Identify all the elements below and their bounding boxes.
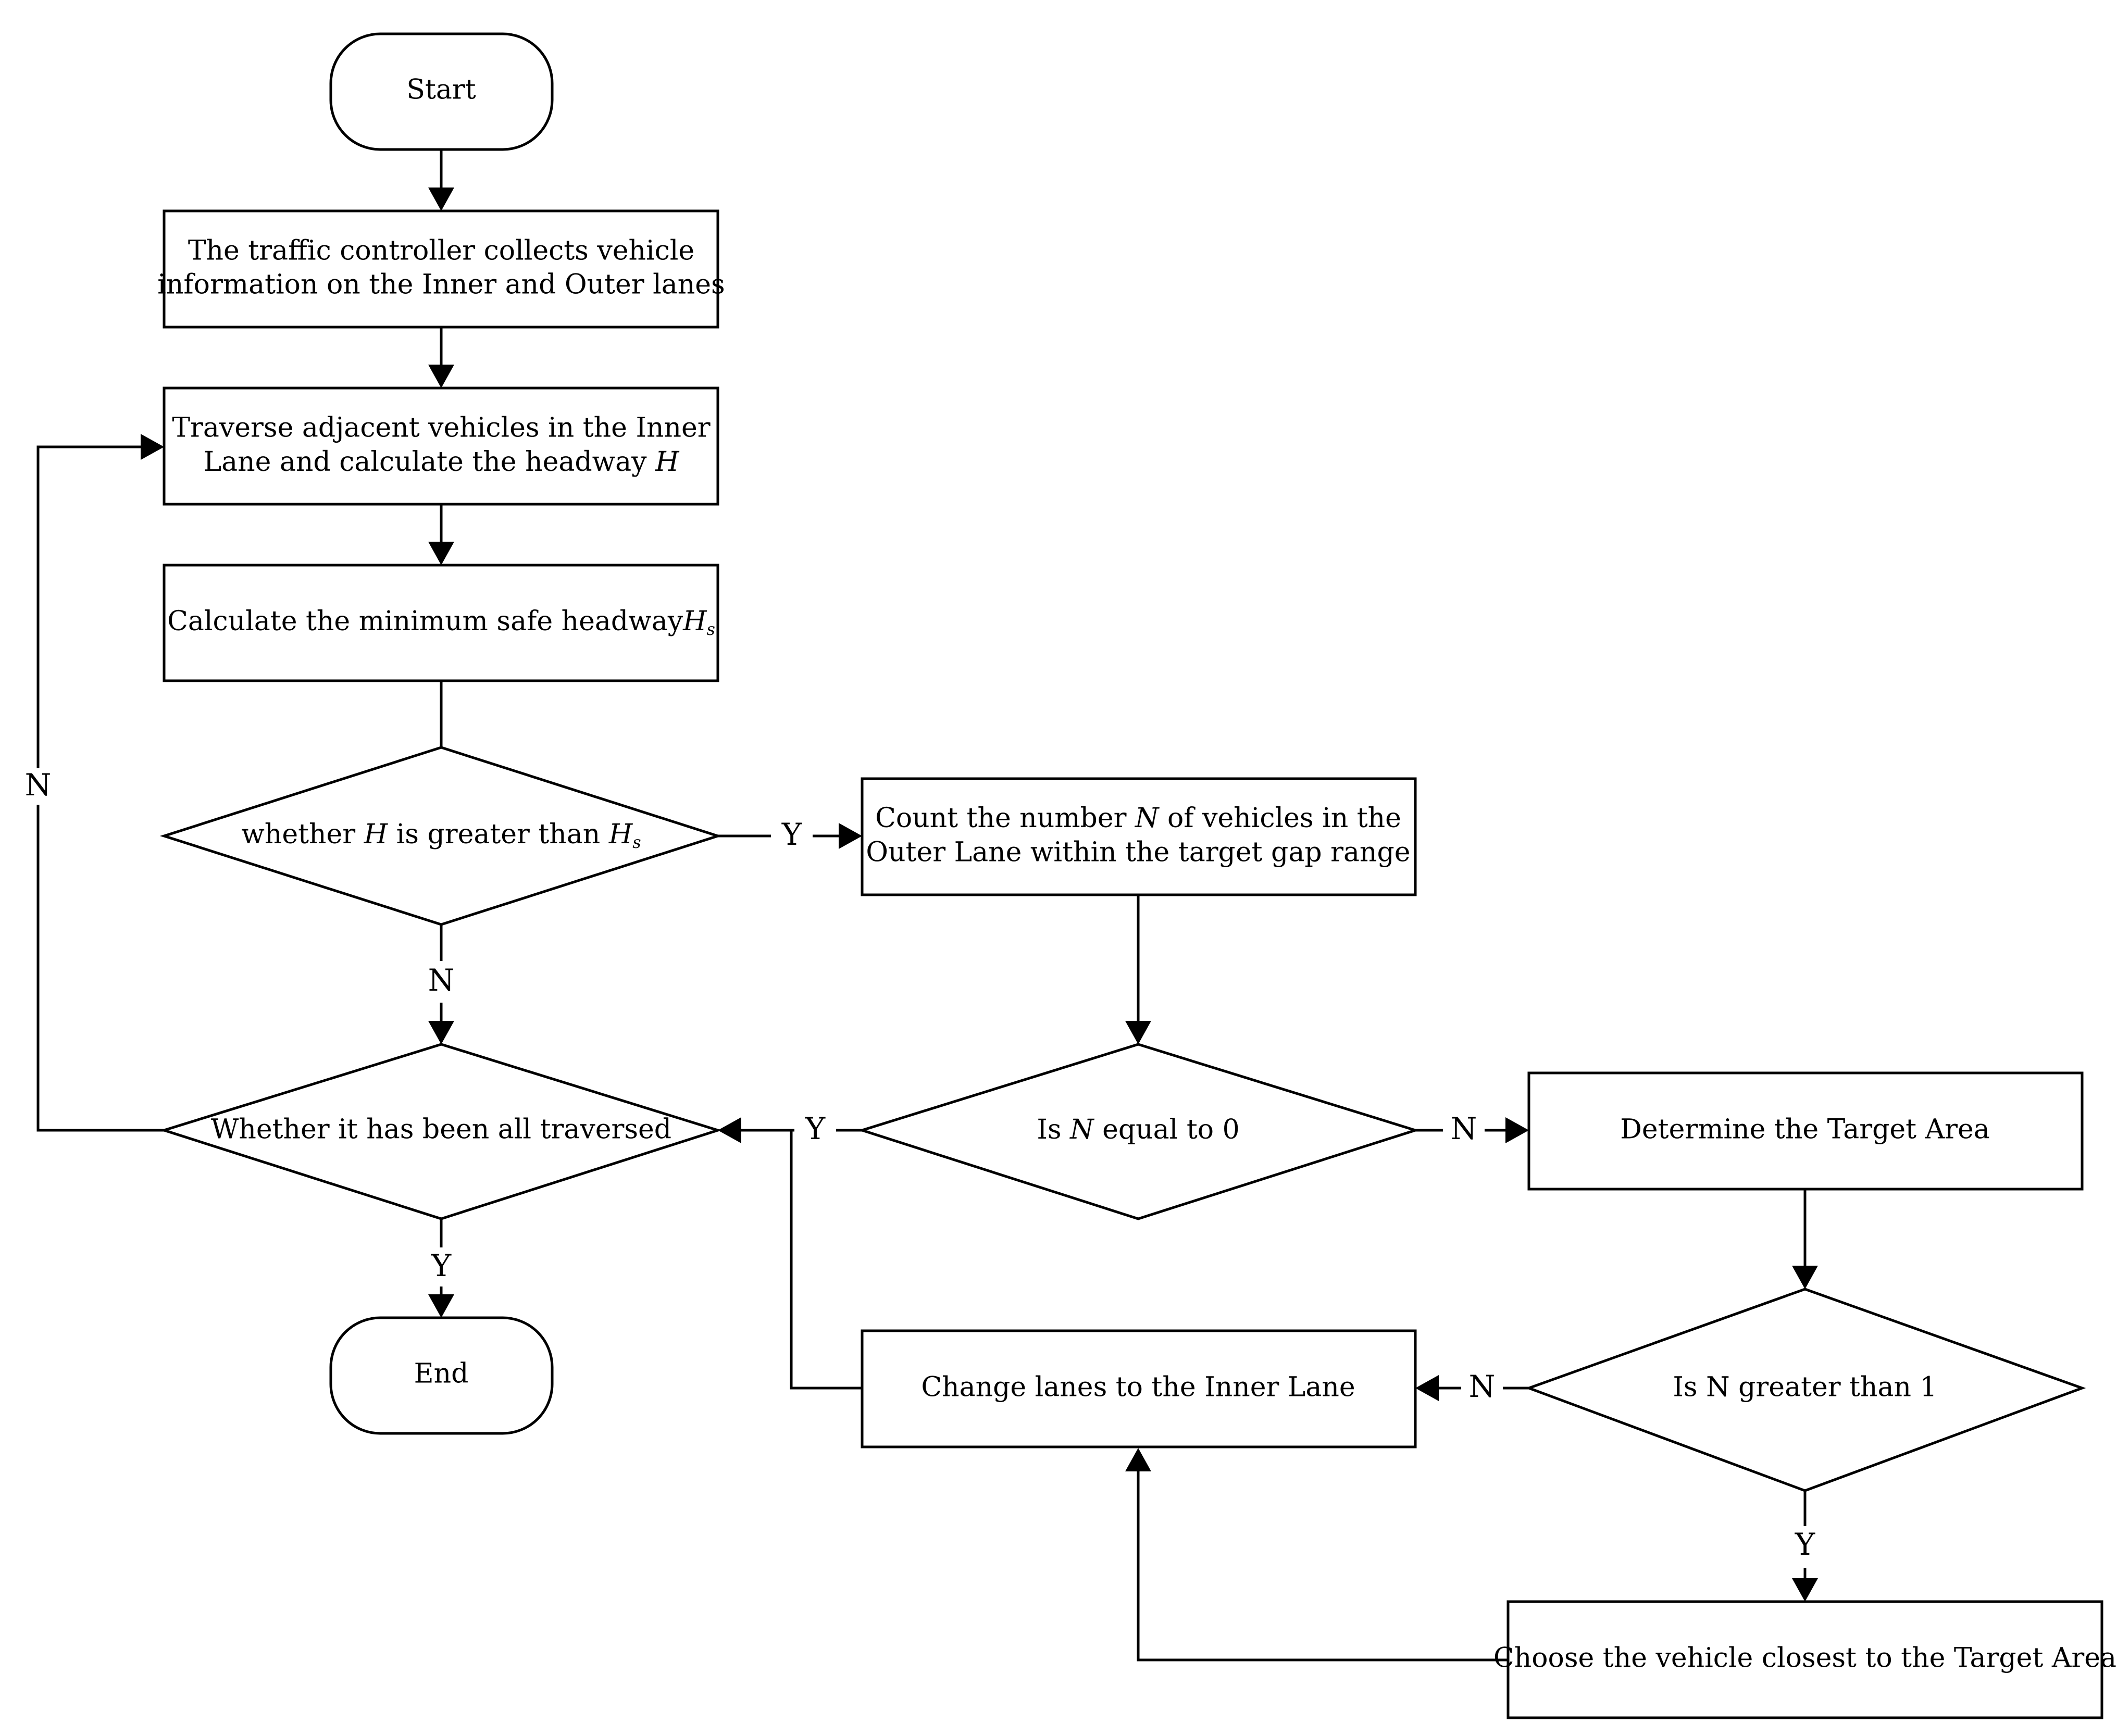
edge-traversed-end: [428, 1219, 454, 1318]
edge-nzero-yes: [718, 1117, 862, 1143]
count-line1-post: of vehicles in the: [1159, 803, 1401, 834]
edge-label-nzero-yes: Y: [805, 1111, 826, 1146]
nzero-pre: Is: [1037, 1114, 1070, 1145]
count-line1-pre: Count the number: [875, 803, 1135, 834]
decision-traversed-text: Whether it has been all traversed: [211, 1114, 671, 1145]
decision-traversed: Whether it has been all traversed: [159, 1043, 723, 1220]
end-terminal: End: [329, 1316, 554, 1435]
decision-sub: s: [632, 832, 641, 852]
edge-change-loop: [790, 1130, 862, 1390]
collect-info-box: The traffic controller collects vehicle …: [157, 209, 725, 329]
edge-decision-yes: [718, 823, 862, 849]
choose-vehicle-text: Choose the vehicle closest to the Target…: [1493, 1643, 2116, 1674]
min-safe-text-group: Calculate the minimum safe headwayHs: [167, 606, 715, 639]
edge-choose-change: [1125, 1448, 1508, 1662]
edge-label-h-no: N: [428, 963, 455, 998]
target-area-box: Determine the Target Area: [1527, 1071, 2084, 1191]
edge-loop-back: [36, 434, 164, 1132]
edge-label-traversed-yes: Y: [431, 1248, 452, 1283]
decision-headway: whether H is greater than Hs: [159, 746, 723, 926]
edge-traverse-minsafe: [428, 504, 454, 565]
choose-vehicle-box: Choose the vehicle closest to the Target…: [1493, 1600, 2116, 1719]
change-lane-box: Change lanes to the Inner Lane: [861, 1329, 1417, 1448]
decision-mid: is greater than: [388, 819, 609, 850]
edge-target-gt1: [1792, 1189, 1818, 1289]
decision-n-gt1: Is N greater than 1: [1525, 1288, 2086, 1492]
traverse-var: H: [655, 446, 680, 478]
edge-decision-no: [428, 925, 454, 1044]
traverse-line2-group: Lane and calculate the headway H: [204, 446, 680, 478]
edge-count-nzero: [1125, 895, 1151, 1044]
collect-info-line1: The traffic controller collects vehicle: [188, 235, 694, 267]
target-area-text: Determine the Target Area: [1620, 1114, 1990, 1145]
collect-info-line2: information on the Inner and Outer lanes: [157, 269, 725, 301]
edge-label-nzero-no: N: [1451, 1111, 1477, 1146]
edge-gt1-no: [1415, 1375, 1529, 1401]
decision-pre: whether: [241, 819, 364, 850]
decision-n-gt1-text: Is N greater than 1: [1673, 1372, 1937, 1403]
decision-headway-text: whether H is greater than Hs: [241, 819, 641, 852]
end-label: End: [414, 1358, 469, 1390]
traverse-box: Traverse adjacent vehicles in the Inner …: [163, 386, 719, 506]
count-line1-group: Count the number N of vehicles in the: [875, 803, 1401, 834]
count-box: Count the number N of vehicles in the Ou…: [861, 777, 1417, 896]
decision-n-zero-text: Is N equal to 0: [1037, 1114, 1239, 1145]
min-safe-text: Calculate the minimum safe headway: [167, 606, 683, 637]
min-safe-var: H: [682, 606, 707, 637]
edge-label-h-yes: Y: [781, 817, 802, 852]
edge-label-gt1-yes: Y: [1795, 1527, 1815, 1562]
decision-n-zero: Is N equal to 0: [857, 1043, 1420, 1220]
edge-label-loop-no: N: [25, 767, 52, 803]
count-var: N: [1134, 803, 1160, 834]
edge-start-collect: [428, 149, 454, 211]
decision-var1: H: [364, 819, 389, 850]
min-safe-box: Calculate the minimum safe headwayHs: [163, 564, 719, 682]
decision-var2: H: [608, 819, 633, 850]
edge-collect-traverse: [428, 327, 454, 388]
edge-gt1-yes: [1792, 1491, 1818, 1602]
traverse-line2: Lane and calculate the headway: [204, 446, 656, 478]
start-label: Start: [406, 74, 476, 106]
edge-label-gt1-no: N: [1469, 1369, 1496, 1404]
edge-nzero-no: [1415, 1117, 1529, 1143]
min-safe-sub: s: [706, 619, 715, 639]
traverse-line1: Traverse adjacent vehicles in the Inner: [172, 413, 710, 444]
nzero-var: N: [1069, 1114, 1094, 1145]
count-line2: Outer Lane within the target gap range: [866, 837, 1410, 868]
nzero-post: equal to 0: [1094, 1114, 1240, 1145]
change-lane-text: Change lanes to the Inner Lane: [921, 1372, 1355, 1403]
start-terminal: Start: [329, 32, 554, 151]
